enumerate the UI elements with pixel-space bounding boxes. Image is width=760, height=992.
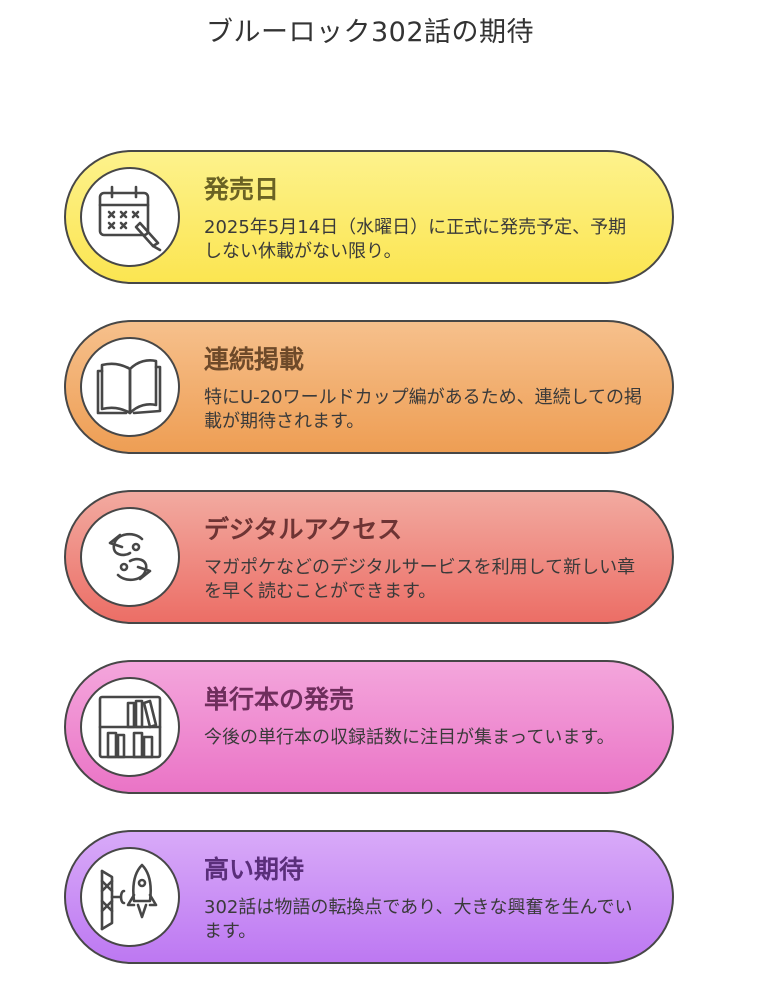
card-release-date: 発売日 2025年5月14日（水曜日）に正式に発売予定、予期しない休載がない限り… — [64, 150, 674, 284]
card-title: 連続掲載 — [204, 345, 305, 374]
card-description: 今後の単行本の収録話数に注目が集まっています。 — [204, 727, 615, 748]
bookshelf-icon — [80, 677, 180, 777]
card-high-expectations: 高い期待 302話は物語の転換点であり、大きな興奮を生んでいます。 — [64, 830, 674, 964]
card-digital-access: デジタルアクセス マガポケなどのデジタルサービスを利用して新しい章を早く読むこと… — [64, 490, 674, 624]
card-title: 単行本の発売 — [204, 685, 355, 714]
calendar-icon — [80, 167, 180, 267]
card-serialization: 連続掲載 特にU-20ワールドカップ編があるため、連続しての掲載が期待されます。 — [64, 320, 674, 454]
digital-access-icon — [80, 507, 180, 607]
card-description: 特にU-20ワールドカップ編があるため、連続しての掲載が期待されます。 — [204, 387, 643, 432]
card-description: 2025年5月14日（水曜日）に正式に発売予定、予期しない休載がない限り。 — [204, 217, 627, 262]
card-title: 高い期待 — [204, 855, 305, 884]
card-volume-release: 単行本の発売 今後の単行本の収録話数に注目が集まっています。 — [64, 660, 674, 794]
card-title: 発売日 — [204, 175, 280, 204]
rocket-icon — [80, 847, 180, 947]
card-title: デジタルアクセス — [204, 515, 403, 544]
card-description: 302話は物語の転換点であり、大きな興奮を生んでいます。 — [204, 897, 633, 942]
open-book-icon — [80, 337, 180, 437]
card-description: マガポケなどのデジタルサービスを利用して新しい章を早く読むことができます。 — [204, 557, 636, 602]
diagram-title: ブルーロック302話の期待 — [205, 17, 535, 48]
